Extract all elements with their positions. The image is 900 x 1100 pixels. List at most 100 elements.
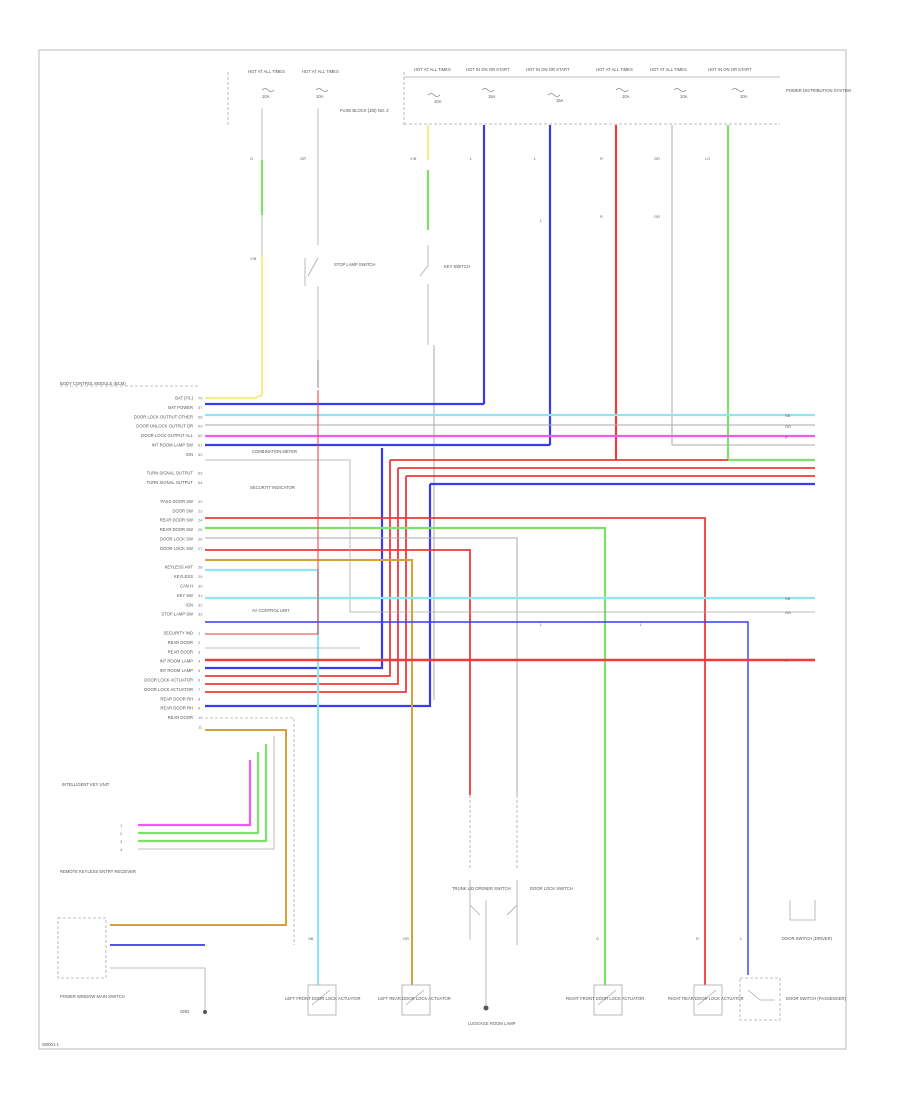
wire-color-label-22: OR (403, 936, 409, 941)
wire-color-label-21: SB (308, 936, 314, 941)
fuse-symbols (261, 88, 745, 97)
wire-color-label-3: GR (300, 156, 306, 161)
bcm-side-module-2: SECURITY INDICATOR (250, 485, 295, 490)
wire-h-red-rear-door (205, 549, 471, 795)
bcm-pin-number: 8 (198, 696, 201, 701)
actuator-lf: LEFT FRONT DOOR LOCK ACTUATOR (285, 984, 361, 1016)
stop-lamp-switch-label: STOP LAMP SWITCH (334, 262, 375, 267)
bcm-row-label: STOP LAMP SW (161, 612, 193, 617)
bcm-row-label: REAR DOOR (168, 640, 193, 645)
wire-v-red-bundle-2 (205, 468, 399, 685)
diagram-code: W0001-1 (42, 1042, 60, 1047)
bcm-header: BODY CONTROL MODULE (BCM) (60, 381, 126, 386)
wire-v-blue-bundle-1 (205, 448, 384, 670)
top-fuse-label-6: 10A (740, 94, 748, 99)
ground-label-1: GND (180, 1009, 189, 1014)
svg-text:RIGHT REAR DOOR LOCK ACTUATOR: RIGHT REAR DOOR LOCK ACTUATOR (668, 996, 744, 1001)
wire-color-label-24: R (696, 936, 699, 941)
wire-h-red-stop (205, 390, 319, 635)
stop-lamp-switch-symbol (304, 257, 319, 300)
wire-color-label-1: G (250, 156, 253, 161)
wire-color-label-23: G (596, 936, 599, 941)
bcm-pin-number: 33 (198, 612, 203, 617)
svg-text:4: 4 (120, 847, 123, 852)
bcm-row-label: INT ROOM LAMP (160, 668, 194, 673)
bcm-row-label: CAN H (180, 584, 193, 589)
bcm-pin-number: 32 (198, 602, 203, 607)
key-switch-symbol (419, 245, 429, 300)
bcm-pin-number: 28 (198, 565, 203, 570)
bcm-side-module-3: AV CONTROL UNIT (252, 608, 290, 613)
bcm-pin-number: 59 (198, 424, 203, 429)
svg-text:LUGGAGE ROOM LAMP: LUGGAGE ROOM LAMP (468, 1021, 516, 1026)
bcm-row-label: DOOR LOCK SW (160, 546, 193, 551)
bcm-row-label: DOOR LOCK SW (160, 537, 193, 542)
bcm-row-label: REAR DOOR RH (160, 696, 193, 701)
diagram-frame (38, 49, 847, 1050)
top-fuse-note: POWER DISTRIBUTION SYSTEM (786, 88, 851, 93)
bcm-pin-number: 60 (198, 433, 203, 438)
top-fuse-label-1: 10A (434, 99, 442, 104)
fuse-header-1: HOT AT ALL TIMES (248, 69, 285, 74)
svg-text:RIGHT FRONT DOOR LOCK ACTUATOR: RIGHT FRONT DOOR LOCK ACTUATOR (566, 996, 644, 1001)
bcm-pin-number: 25 (198, 527, 203, 532)
fuse-label-1: 10A (262, 94, 270, 99)
svg-text:TRUNK LID OPENER SWITCH: TRUNK LID OPENER SWITCH (452, 886, 511, 891)
wire-v-blue-bundle-2 (205, 484, 432, 708)
bcm-pin-number: 5 (198, 668, 201, 673)
bcm-row-label: BAT (F/L) (175, 396, 193, 401)
wire-color-label-19: L (540, 622, 543, 627)
top-fuse-label-4: 10A (622, 94, 630, 99)
power-window-module-label: POWER WINDOW MAIN SWITCH (60, 994, 125, 999)
top-fuse-header-3: HOT IN ON OR START (526, 67, 570, 72)
ground-symbol-1 (203, 1010, 207, 1014)
wire-color-label-18: R (785, 658, 788, 663)
bcm-pin-number: 2 (198, 640, 201, 645)
svg-text:DOOR LOCK SWITCH: DOOR LOCK SWITCH (530, 886, 573, 891)
wire-h-lightblue-door-lock (205, 568, 320, 985)
wire-h-blue-key-sw (205, 621, 749, 975)
wire-color-label-5: L (470, 156, 473, 161)
bcm-row-label: REAR DOOR (168, 649, 193, 654)
bcm-pin-number: 7 (198, 687, 201, 692)
bcm-row-label: DOOR LOCK ACTUATOR (144, 687, 193, 692)
wire-color-label-13: SB (785, 413, 791, 418)
bcm-pin-number: 1 (198, 631, 201, 636)
bcm-pin-number: 29 (198, 574, 203, 579)
bcm-row-label: IGN (186, 452, 193, 457)
key-sensor-wires: 1 2 3 4 (120, 736, 275, 852)
key-sensor-label: INTELLIGENT KEY UNIT (62, 782, 110, 787)
top-fuse-label-2: 15A (488, 94, 496, 99)
power-window-module-box (57, 917, 107, 979)
bcm-row-label: DOOR UNLOCK OUTPUT DR (136, 424, 193, 429)
wire-color-label-15: P (785, 435, 788, 440)
bcm-pin-number: 3 (198, 649, 201, 654)
actuator-rr: RIGHT REAR DOOR LOCK ACTUATOR (668, 984, 744, 1016)
bcm-row-label: INT ROOM LAMP (160, 659, 194, 664)
bcm-row-label: REAR DOOR SW (160, 518, 193, 523)
fuse-note-2: FUSE BLOCK (J/B) NO. 2 (340, 108, 389, 113)
bcm-row-label: REAR DOOR SW (160, 527, 193, 532)
bcm-pin-number: 22 (198, 499, 203, 504)
bcm-pin-number: 70 (198, 396, 203, 401)
wire-h-orange-door-lock (205, 559, 413, 985)
bcm-row-label: TURN SIGNAL OUTPUT (147, 471, 194, 476)
key-switch-label: KEY SWITCH (444, 264, 470, 269)
top-fuse-label-3: 15A (556, 98, 564, 103)
bcm-row-label: DOOR LOCK OUTPUT OTHER (134, 414, 193, 419)
wire-h-green-door (205, 526, 607, 985)
wire-color-label-8: GR (654, 156, 660, 161)
bcm-row-label: DOOR LOCK ACTUATOR (144, 678, 193, 683)
top-fuse-header-1: HOT AT ALL TIMES (414, 67, 451, 72)
wire-color-label-4: Y/B (410, 156, 417, 161)
bcm-pin-number: 62 (198, 452, 203, 457)
bcm-row-label: BAT POWER (168, 405, 193, 410)
wire-color-label-9: LG (705, 156, 710, 161)
bcm-pin-number: 64 (198, 480, 203, 485)
top-fuse-group: HOT AT ALL TIMES 10A HOT AT ALL TIMES 10… (227, 67, 851, 126)
bcm-pin-number: 6 (198, 678, 201, 683)
bcm-row-label: DOOR SW (173, 508, 194, 513)
actuator-lr: LEFT REAR DOOR LOCK ACTUATOR (378, 984, 451, 1016)
svg-text:1: 1 (120, 823, 123, 828)
